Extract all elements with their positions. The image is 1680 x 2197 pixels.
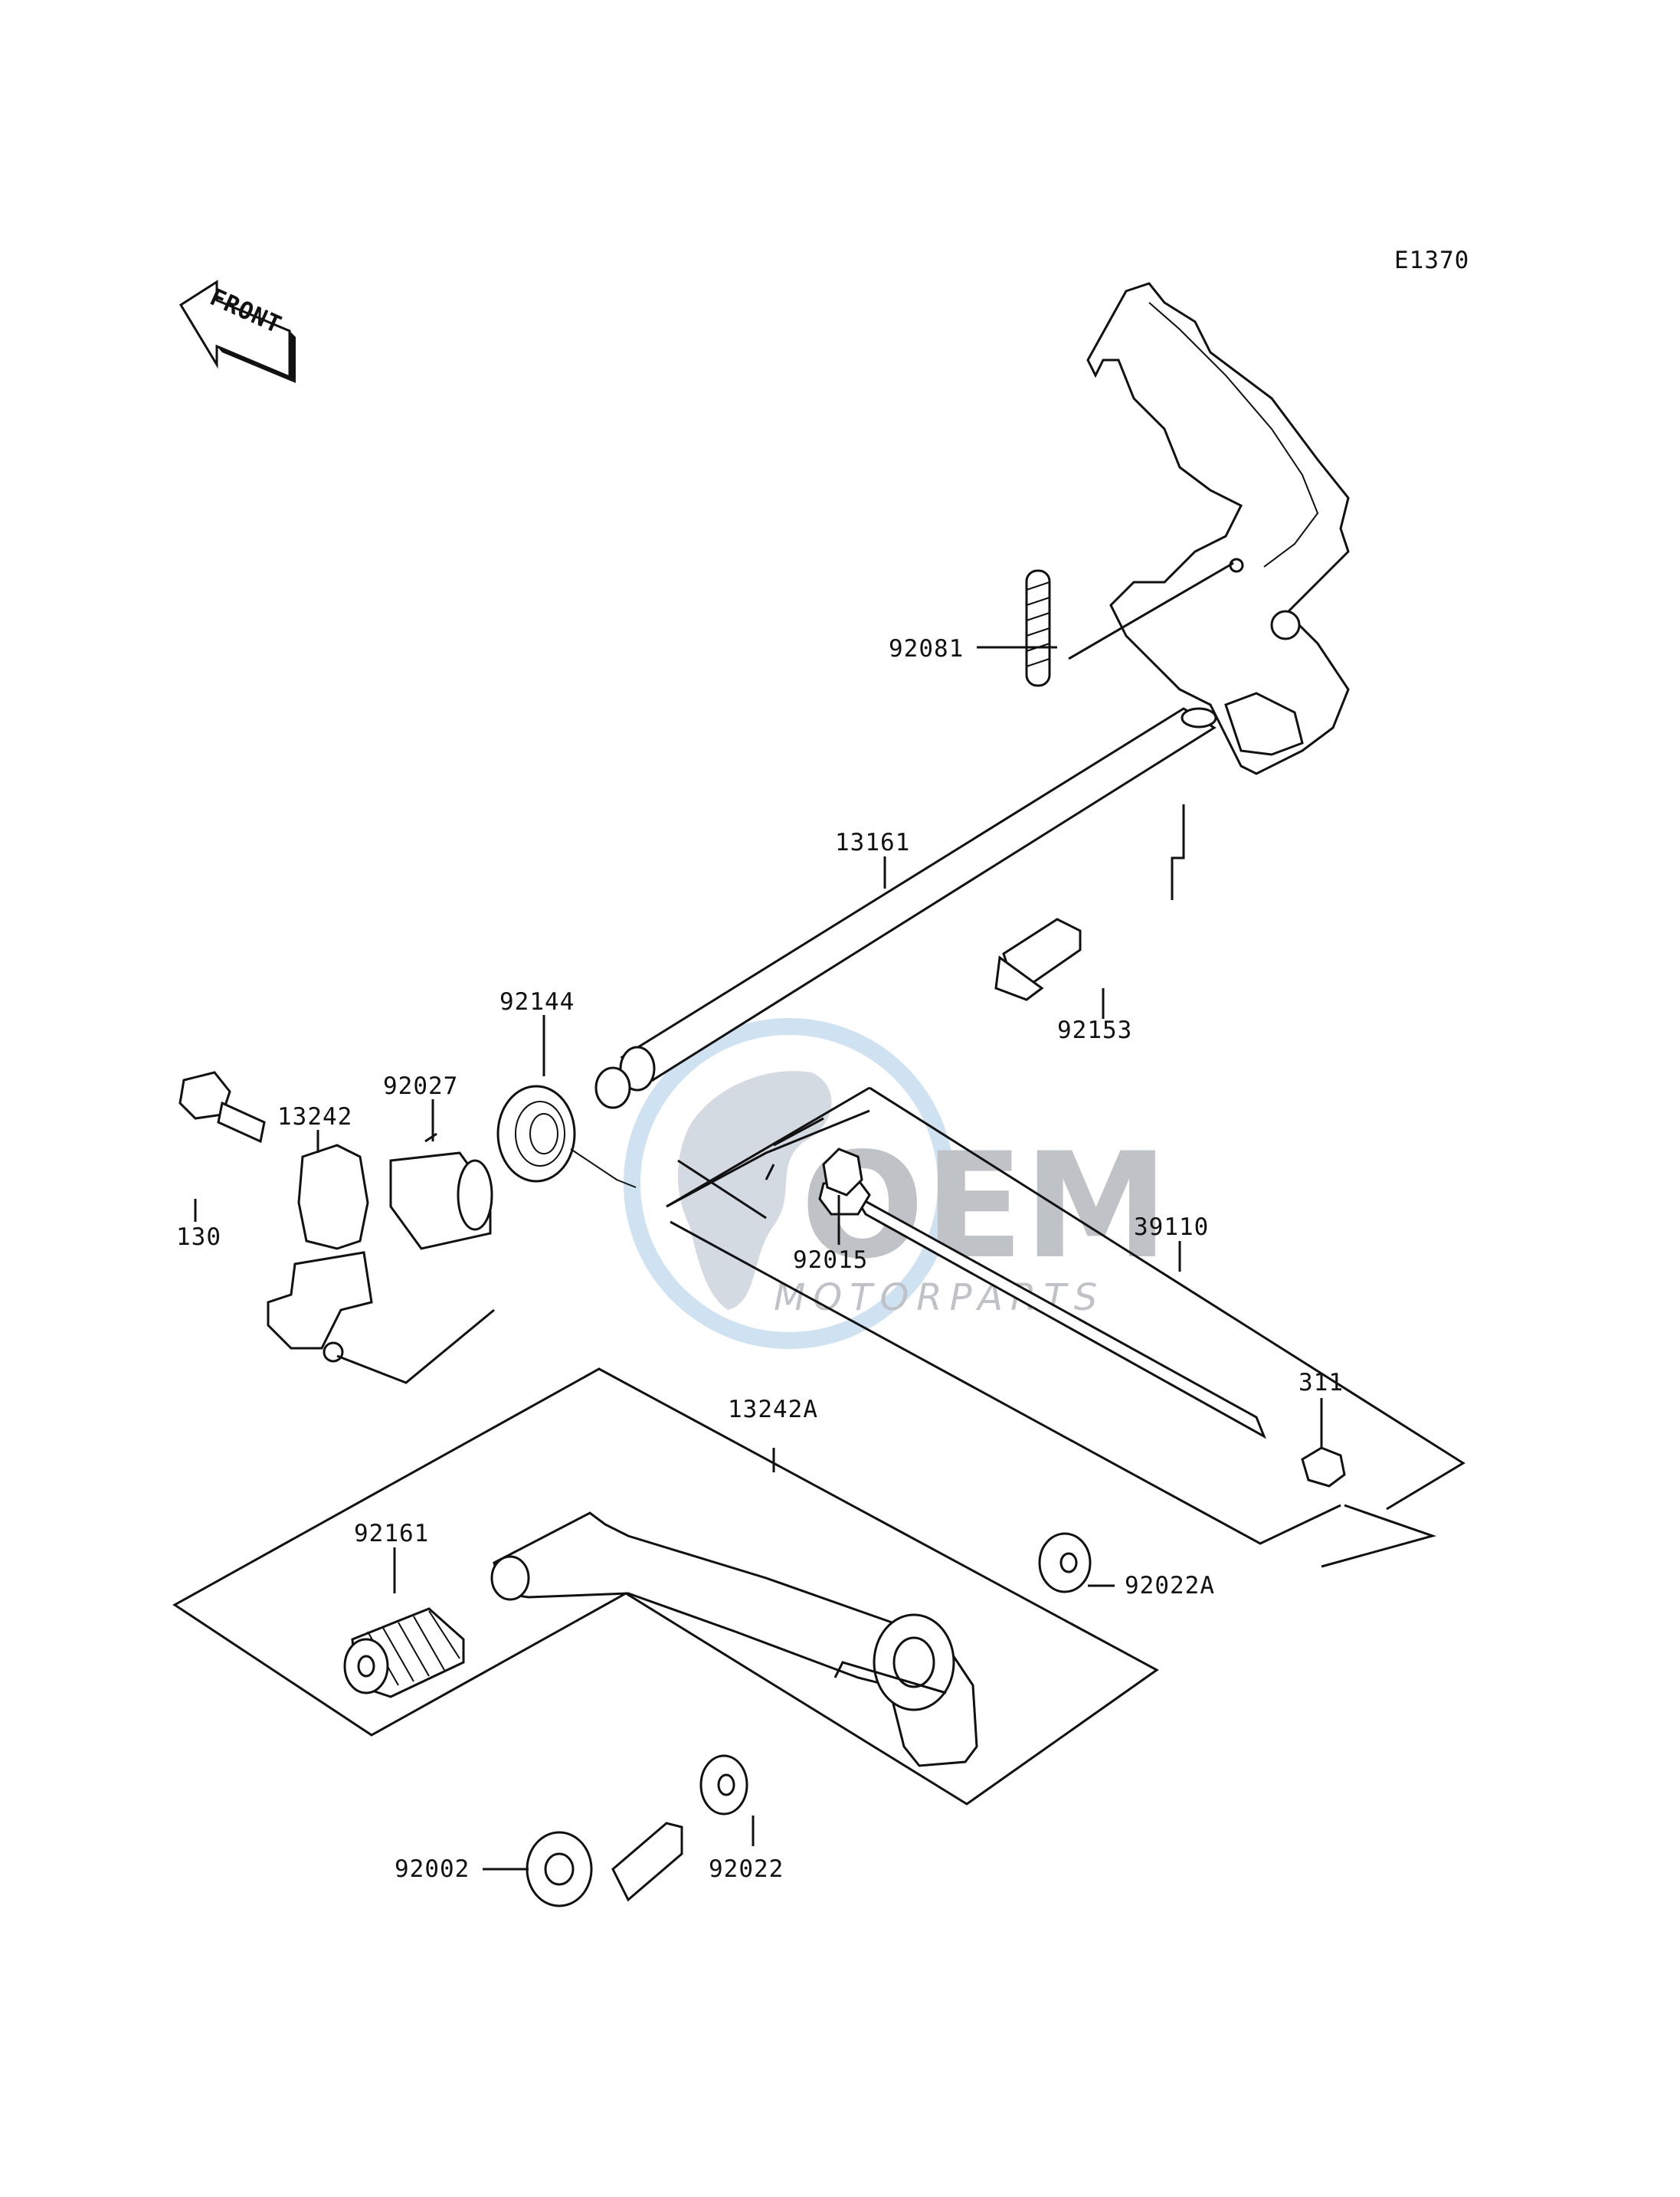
rod-39110	[818, 1178, 1266, 1439]
front-arrow-icon: FRONT	[178, 280, 296, 383]
washer-92022A	[1038, 1532, 1092, 1593]
part-labels: 92081 13161 92153 92144 92027 13242 130 …	[176, 635, 1344, 1883]
label-13242A: 13242A	[728, 1396, 818, 1423]
label-92153: 92153	[1057, 1017, 1132, 1044]
label-92161: 92161	[354, 1520, 429, 1547]
watermark-globe-land	[678, 1071, 832, 1310]
collar-92027	[389, 1151, 493, 1250]
label-13242: 13242	[277, 1103, 352, 1131]
label-130: 130	[176, 1223, 221, 1251]
bolt-130	[178, 1071, 266, 1144]
lever-13242A	[490, 1511, 978, 1767]
label-92002: 92002	[395, 1855, 470, 1883]
diagram-code: E1370	[1394, 247, 1469, 274]
washer-92022	[699, 1754, 748, 1816]
shaft-13161	[594, 707, 1217, 1109]
bolt-92002	[526, 1822, 683, 1907]
label-92022: 92022	[709, 1855, 784, 1883]
label-39110: 39110	[1134, 1213, 1209, 1241]
watermark-globe-ring	[624, 1018, 955, 1349]
shift-plate	[1086, 282, 1350, 775]
label-92015: 92015	[793, 1246, 868, 1274]
label-92022A: 92022A	[1125, 1572, 1215, 1599]
leader-lines	[172, 562, 1465, 1871]
label-92027: 92027	[383, 1072, 458, 1100]
nut-311	[1301, 1446, 1346, 1488]
spring-92081	[1025, 569, 1051, 687]
label-13161: 13161	[835, 829, 910, 856]
nut-92015	[822, 1148, 863, 1197]
label-92081: 92081	[889, 635, 964, 663]
arm-13242	[267, 1144, 373, 1363]
label-311: 311	[1298, 1369, 1344, 1396]
spring-92144	[496, 1085, 637, 1188]
stud-92153	[994, 918, 1082, 1001]
rubber-92161	[343, 1607, 465, 1698]
label-92144: 92144	[499, 988, 575, 1016]
